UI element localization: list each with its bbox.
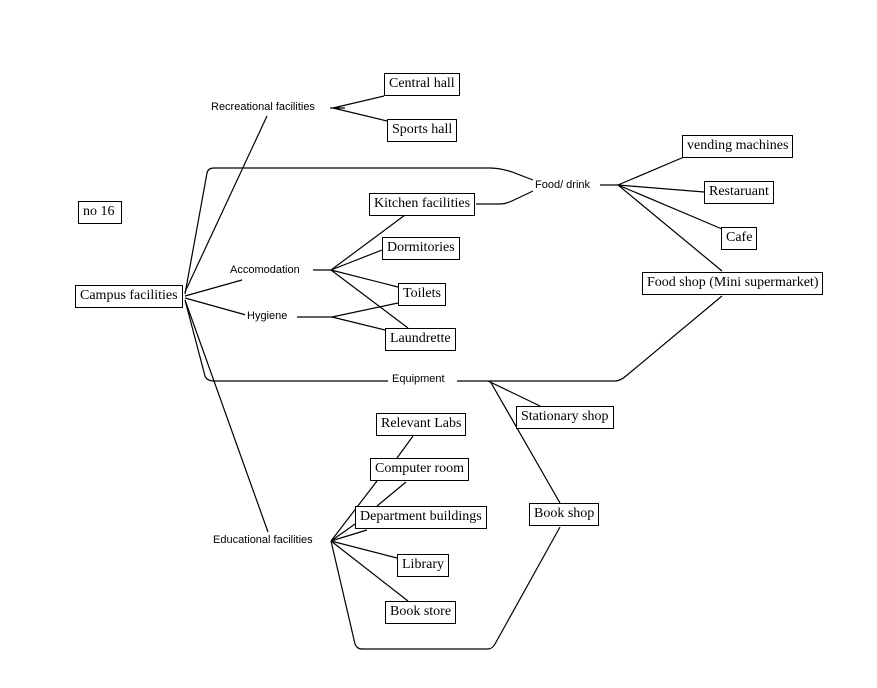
node-library[interactable]: Library (397, 554, 449, 577)
node-computer-room[interactable]: Computer room (370, 458, 470, 481)
node-book-store[interactable]: Book store (385, 601, 457, 624)
link-root-accommodation (184, 279, 243, 297)
link-root-equipment (184, 295, 723, 382)
link-root-hygiene (184, 297, 247, 316)
node-sports-hall[interactable]: Sports hall (387, 119, 458, 142)
category-food[interactable]: Food/ drink (533, 179, 593, 192)
category-hygiene[interactable]: Hygiene (245, 310, 290, 323)
category-accommodation[interactable]: Accomodation (228, 264, 302, 277)
node-food-shop[interactable]: Food shop (Mini supermarket) (642, 272, 824, 295)
node-relevant-labs[interactable]: Relevant Labs (376, 413, 467, 436)
link-root-educational (184, 299, 269, 533)
root-label: Campus facilities (80, 288, 178, 303)
note-box[interactable]: no 16 (78, 201, 122, 224)
node-toilets[interactable]: Toilets (398, 283, 446, 306)
link-root-recreational (184, 115, 268, 293)
link-root-food (184, 167, 534, 295)
node-restaurant[interactable]: Restaruant (704, 181, 774, 204)
node-cafe[interactable]: Cafe (721, 227, 758, 250)
node-dormitories[interactable]: Dormitories (382, 237, 460, 260)
node-campus-facilities[interactable]: Campus facilities (75, 285, 183, 308)
node-kitchen-facilities[interactable]: Kitchen facilities (369, 193, 476, 216)
category-equipment[interactable]: Equipment (390, 373, 447, 386)
category-recreational[interactable]: Recreational facilities (209, 101, 317, 114)
node-central-hall[interactable]: Central hall (384, 73, 460, 96)
node-stationary-shop[interactable]: Stationary shop (516, 406, 614, 429)
node-vending-machines[interactable]: vending machines (682, 135, 794, 158)
category-educational[interactable]: Educational facilities (211, 534, 315, 547)
note-text: no 16 (83, 204, 115, 219)
node-laundrette[interactable]: Laundrette (385, 328, 456, 351)
node-book-shop[interactable]: Book shop (529, 503, 600, 526)
node-department-buildings[interactable]: Department buildings (355, 506, 487, 529)
